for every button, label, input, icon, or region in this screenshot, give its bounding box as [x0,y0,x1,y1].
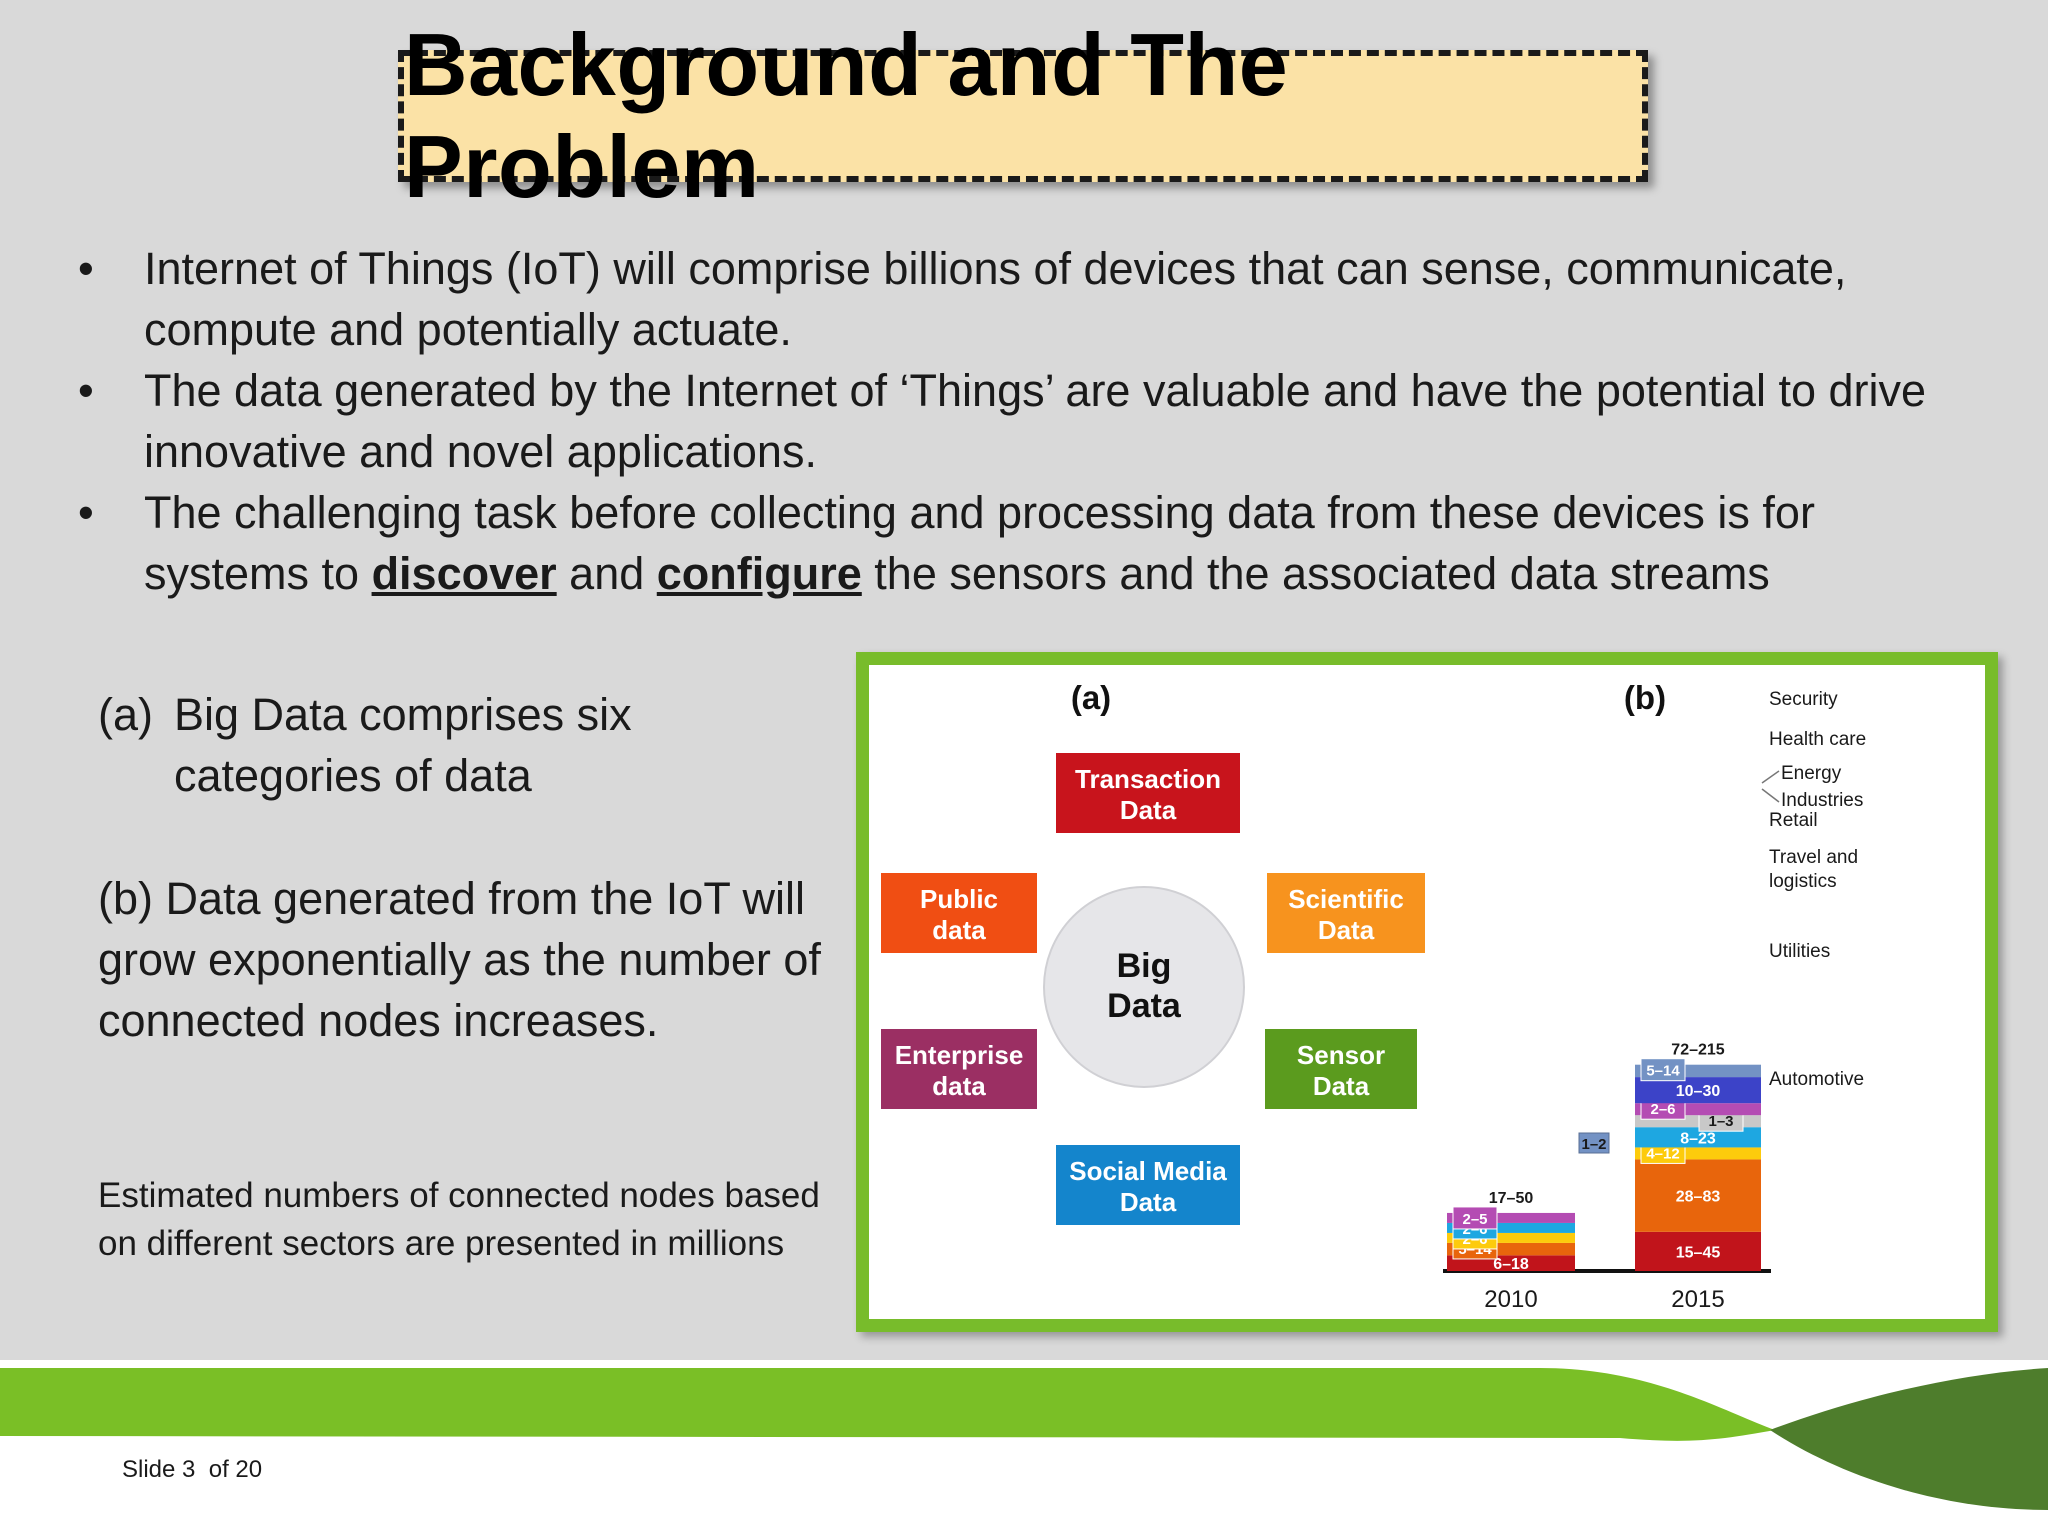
bullet-text: Internet of Things (IoT) will comprise b… [144,243,1847,355]
bar-value-label: 15–45 [1676,1244,1721,1261]
x-tick-label: 2015 [1671,1286,1724,1313]
emphasis-configure: configure [656,548,862,599]
bullet-text: the sensors and the associated data stre… [861,548,1770,599]
category-label-line2: Data [1313,1071,1370,1101]
category-sensor: Sensor Data [1265,1029,1417,1109]
category-box [1265,1029,1417,1109]
bar-segment [1447,1222,1575,1233]
legend-leader-line [1761,770,1780,784]
footer-dark-swoosh [1770,1368,2048,1510]
bar-value-label: 1–2 [1581,1136,1606,1153]
legend-label: Health care [1769,729,1866,750]
figure-frame: (a) (b) Big Data Transaction Data Public… [856,652,1998,1332]
caption-a-text: Big Data comprises six categories of dat… [174,689,632,801]
category-box [1056,1145,1240,1225]
category-box [881,1029,1037,1109]
category-label-line2: Data [1120,1187,1177,1217]
bullet-text: The challenging task before collecting a… [144,487,1815,599]
bar-total-label: 17–50 [1489,1190,1534,1207]
category-label-line1: Transaction [1075,764,1221,794]
category-box [1267,873,1425,953]
category-label-line1: Enterprise [895,1040,1024,1070]
bullet-item: • The data generated by the Internet of … [78,360,1978,482]
category-label-line1: Scientific [1288,884,1404,914]
category-scientific: Scientific Data [1267,873,1425,953]
category-social: Social Media Data [1056,1145,1240,1225]
bar-segment [1447,1212,1575,1223]
caption-a-tag: (a) [98,689,153,740]
bullet-text: The data generated by the Internet of ‘T… [144,365,1927,477]
big-data-circle [1043,886,1245,1088]
category-public: Public data [881,873,1037,953]
category-label-line2: data [932,915,986,945]
footer-green-stripe [0,1368,1775,1441]
bar-total-label: 72–215 [1671,1042,1724,1059]
big-data-label-line1: Big [1117,947,1172,985]
bar-segment [1635,1077,1761,1104]
caption-note: Estimated numbers of connected nodes bas… [98,1176,820,1263]
bar-segment [1578,1132,1610,1154]
panel-a-label: (a) [1071,679,1111,716]
bar-segment [1635,1127,1761,1148]
legend-leader-line [1761,788,1780,803]
bar-value-label: 2–6 [1650,1101,1675,1118]
bar-segment [1635,1231,1761,1271]
bullet-item: • The challenging task before collecting… [78,482,1978,604]
caption-b: (b) Data generated from the IoT will gro… [98,873,821,1046]
bullet-marker: • [78,487,94,538]
figure-panel: (a) (b) Big Data Transaction Data Public… [869,665,1985,1319]
bar-segment [1635,1159,1761,1232]
slide-number: Slide 3 of 20 [122,1456,263,1483]
bar-value-label: 8–23 [1680,1130,1716,1147]
legend-label: Energy [1781,763,1842,784]
bar-value-label-box [1640,1058,1686,1082]
category-enterprise: Enterprise data [881,1029,1037,1109]
figure-svg: (a) (b) Big Data Transaction Data Public… [881,679,1866,1313]
bar-value-label: 2–5 [1462,1211,1487,1228]
x-tick-label: 2010 [1484,1286,1537,1313]
caption-a: (a) Big Data comprises six categories of… [98,684,694,806]
panel-b-label: (b) [1624,679,1666,716]
bar-segment [1447,1232,1575,1243]
category-label-line1: Social Media [1069,1156,1227,1186]
category-box [881,873,1037,953]
bar-value-label: 10–30 [1676,1083,1721,1100]
emphasis-discover: discover [371,548,557,599]
legend-label: Automotive [1769,1069,1864,1090]
category-label-line2: data [932,1071,986,1101]
legend-label: Utilities [1769,941,1830,962]
stacked-bar-chart: 6–185–142–62–62–51–217–50201015–4528–834… [1443,689,1866,1313]
category-label-line1: Sensor [1297,1040,1385,1070]
bullet-marker: • [78,365,94,416]
category-label-line2: Data [1318,915,1375,945]
bullet-list: • Internet of Things (IoT) will comprise… [78,238,1978,604]
category-box [1056,753,1240,833]
bullet-item: • Internet of Things (IoT) will comprise… [78,238,1978,360]
legend-label: Travel and [1769,847,1858,868]
category-transaction: Transaction Data [1056,753,1240,833]
footer-band [0,1360,2048,1536]
legend-label: Security [1769,689,1838,710]
bar-value-label: 28–83 [1676,1189,1721,1206]
category-label-line1: Public [920,884,998,914]
category-label-line2: Data [1120,795,1177,825]
title-box: Background and The Problem [398,15,1648,216]
legend-label: Retail [1769,810,1818,831]
big-data-label-line2: Data [1107,987,1182,1025]
bar-value-label: 6–18 [1493,1256,1529,1273]
slide-title: Background and The Problem [404,15,1289,216]
bar-value-label-box [1452,1206,1498,1230]
bar-value-label: 4–12 [1646,1145,1679,1162]
legend-label: logistics [1769,871,1837,892]
bullet-text: and [556,548,657,599]
bar-value-label: 1–3 [1708,1113,1733,1130]
legend-label: Industries [1781,790,1863,811]
bullet-marker: • [78,243,94,294]
bar-value-label: 5–14 [1646,1063,1680,1080]
